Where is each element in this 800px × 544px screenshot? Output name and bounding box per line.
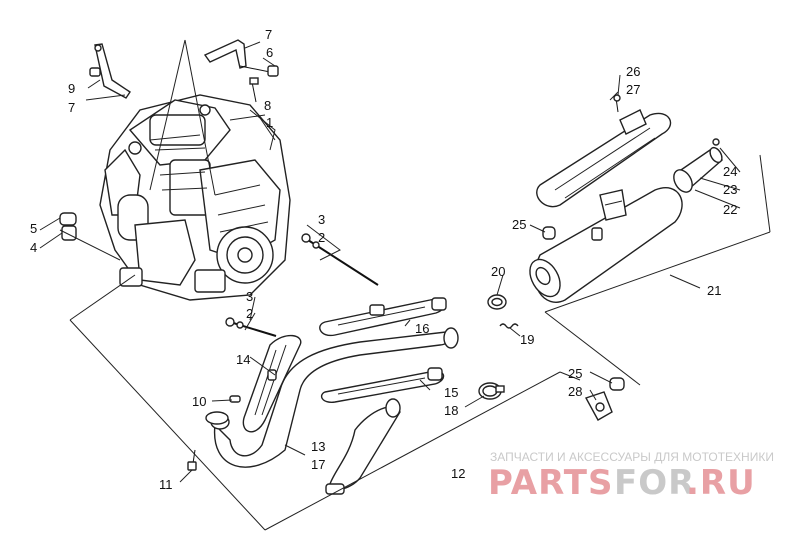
callout-23: 23 bbox=[723, 182, 737, 197]
callout-24: 24 bbox=[723, 164, 737, 179]
header-heat-shield bbox=[242, 334, 302, 433]
callout-28: 28 bbox=[568, 384, 582, 399]
engine-through-bolt bbox=[301, 233, 379, 286]
engine-mount-bracket-right bbox=[203, 39, 247, 69]
callout-25-upper: 25 bbox=[512, 217, 526, 232]
callout-21: 21 bbox=[707, 283, 721, 298]
leader-lines bbox=[39, 39, 771, 531]
muffler-screw bbox=[613, 94, 621, 113]
callout-17: 17 bbox=[311, 457, 325, 472]
callout-3-right: 3 bbox=[318, 212, 325, 227]
callout-4: 4 bbox=[30, 240, 37, 255]
callout-8: 8 bbox=[264, 98, 271, 113]
bracket-bolt bbox=[89, 65, 279, 103]
callout-22: 22 bbox=[723, 202, 737, 217]
flange-bolt bbox=[187, 449, 197, 471]
callout-1: 1 bbox=[266, 115, 273, 130]
callout-19: 19 bbox=[520, 332, 534, 347]
callout-12: 12 bbox=[451, 466, 465, 481]
callout-2-right: 2 bbox=[318, 230, 325, 245]
engine-mount-bracket-left bbox=[94, 43, 131, 99]
exhaust-clamp bbox=[478, 382, 505, 400]
watermark-logo-parts: PARTS bbox=[488, 463, 613, 503]
watermark-logo-for: FOR bbox=[614, 463, 695, 503]
muffler-mount-bracket bbox=[584, 391, 613, 421]
heat-shield-upper bbox=[536, 109, 672, 208]
callout-18: 18 bbox=[444, 403, 458, 418]
callout-5: 5 bbox=[30, 221, 37, 236]
mount-bushing-left bbox=[59, 212, 77, 241]
callout-labels: 7 6 9 7 8 1 5 4 3 2 3 2 26 27 24 23 22 2… bbox=[30, 27, 737, 492]
exhaust-flange-gasket bbox=[205, 395, 241, 425]
callout-11: 11 bbox=[159, 477, 173, 492]
rubber-grommet-upper bbox=[542, 226, 556, 240]
engine-assembly bbox=[99, 94, 291, 301]
heat-shield-lower bbox=[320, 367, 445, 403]
tailpipe-spark-arrestor bbox=[673, 138, 724, 193]
callout-16: 16 bbox=[415, 321, 429, 336]
watermark-tagline: ЗАПЧАСТИ И АКСЕССУАРЫ ДЛЯ МОТОТЕХНИКИ bbox=[490, 450, 774, 464]
callout-2-lower: 2 bbox=[246, 306, 253, 321]
exhaust-spring bbox=[499, 323, 519, 329]
callout-14: 14 bbox=[236, 352, 250, 367]
callout-25-lower: 25 bbox=[568, 366, 582, 381]
exhaust-lower-pipe bbox=[325, 398, 401, 495]
callout-27: 27 bbox=[626, 82, 640, 97]
callout-6: 6 bbox=[266, 45, 273, 60]
callout-20: 20 bbox=[491, 264, 505, 279]
callout-7-top: 7 bbox=[265, 27, 272, 42]
callout-10: 10 bbox=[192, 394, 206, 409]
callout-3-lower: 3 bbox=[246, 289, 253, 304]
engine-lower-bolt bbox=[225, 317, 277, 337]
rubber-grommet-lower bbox=[609, 377, 625, 391]
callout-13: 13 bbox=[311, 439, 325, 454]
heat-shield-mid bbox=[319, 297, 447, 337]
muffler bbox=[529, 187, 683, 303]
watermark-logo-ru: .RU bbox=[686, 463, 756, 503]
callout-9: 9 bbox=[68, 81, 75, 96]
callout-15: 15 bbox=[444, 385, 458, 400]
muffler-gasket bbox=[487, 294, 507, 310]
callout-26: 26 bbox=[626, 64, 640, 79]
callout-7-left: 7 bbox=[68, 100, 75, 115]
watermark: ЗАПЧАСТИ И АКСЕССУАРЫ ДЛЯ МОТОТЕХНИКИ PA… bbox=[488, 450, 774, 503]
